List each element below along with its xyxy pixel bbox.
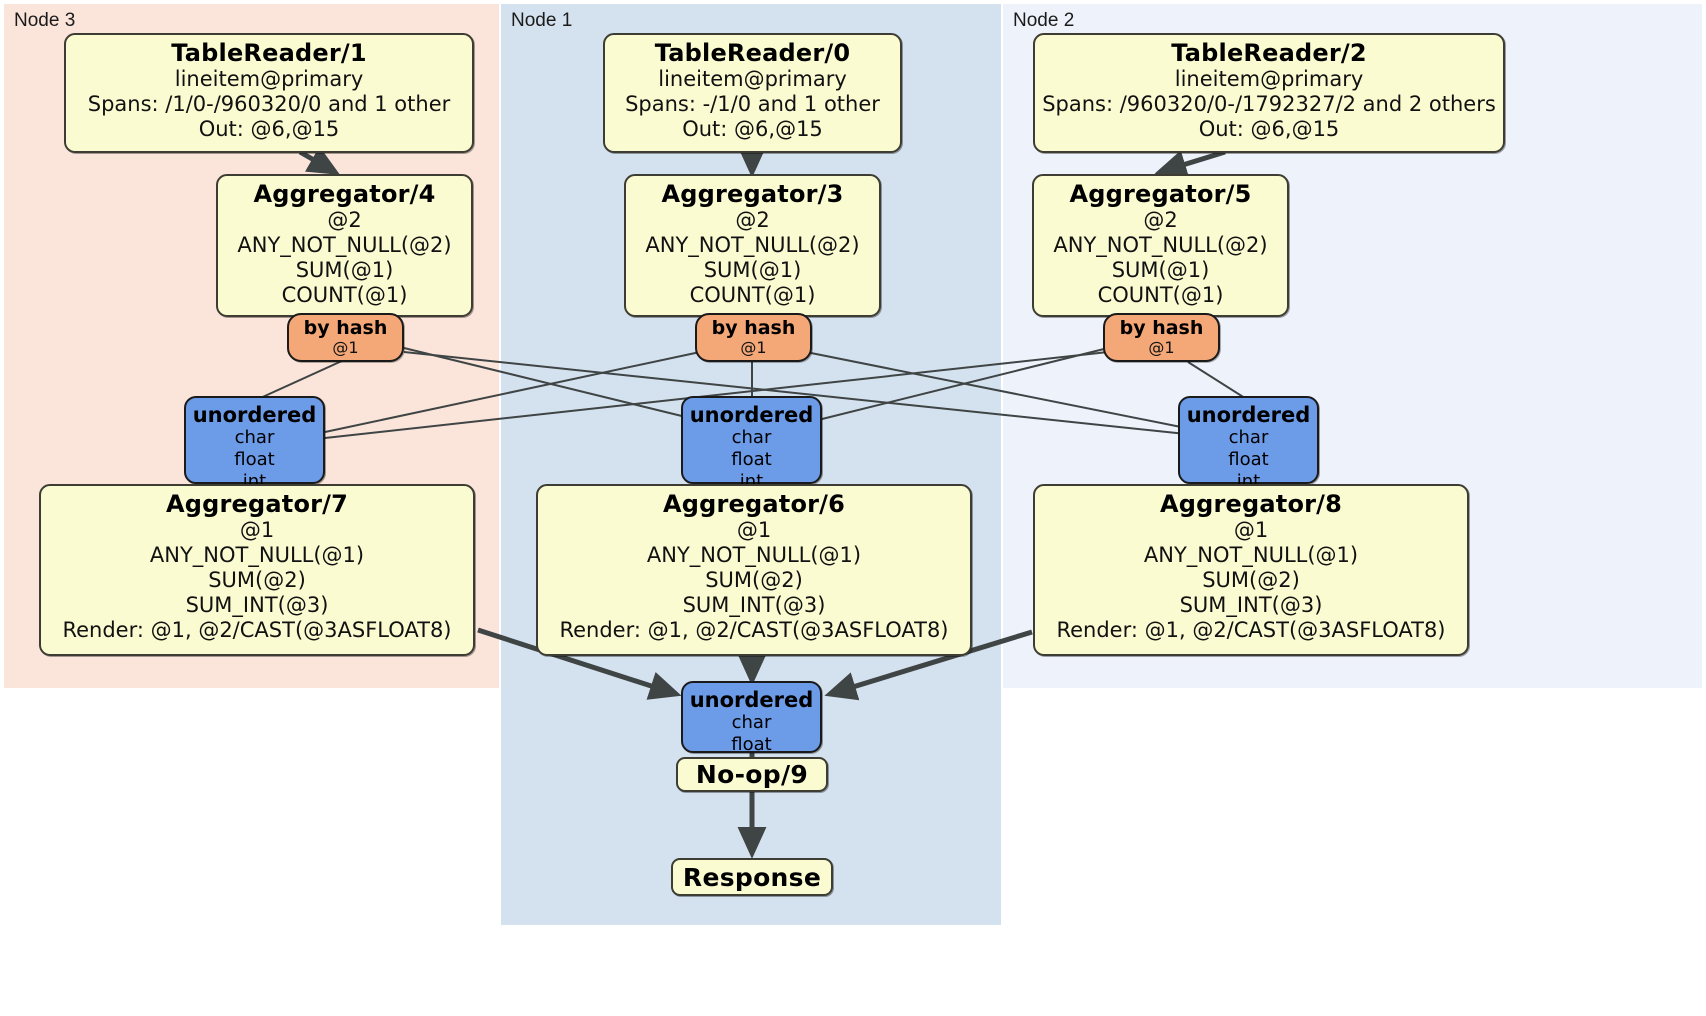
node-agg-1: SUM(@2): [1202, 568, 1300, 593]
node-panel-label-node1: Node 1: [511, 10, 573, 31]
node-agg-1: SUM(@1): [703, 258, 802, 283]
receiver-title: unordered: [192, 403, 317, 427]
node-out: Out: @6,@15: [1198, 117, 1340, 142]
node-agg-0: ANY_NOT_NULL(@2): [645, 233, 860, 258]
edge-hash4-recv8: [403, 351, 1187, 435]
router-title: by hash: [1119, 317, 1204, 339]
node-panel-label-node2: Node 2: [1013, 10, 1075, 31]
receiver-type-1: float: [1228, 449, 1269, 471]
node-title: Aggregator/5: [1069, 180, 1252, 208]
edge-hash5-recv6: [817, 347, 1109, 421]
node-spans: Spans: -/1/0 and 1 other: [625, 92, 880, 117]
node-agg-2: SUM_INT(@3): [682, 593, 826, 618]
processor-no-op-9[interactable]: No-op/9: [676, 757, 828, 792]
edge-hash5-recv7: [324, 351, 1109, 439]
node-group-key: @1: [1233, 518, 1269, 543]
node-title: TableReader/0: [654, 39, 851, 67]
node-agg-2: COUNT(@1): [281, 283, 408, 308]
response-node[interactable]: Response: [671, 858, 833, 896]
node-agg-0: ANY_NOT_NULL(@2): [1053, 233, 1268, 258]
node-agg-1: SUM(@1): [295, 258, 394, 283]
input-receiver-unordered-7[interactable]: unordered char float int: [184, 396, 325, 492]
node-group-key: @1: [736, 518, 772, 543]
input-receiver-unordered-final[interactable]: unordered char float: [681, 681, 822, 756]
node-render: Render: @1, @2/CAST(@3ASFLOAT8): [559, 618, 949, 643]
node-agg-0: ANY_NOT_NULL(@1): [1143, 543, 1359, 568]
edge-hash4-recv7: [255, 359, 345, 401]
node-agg-2: COUNT(@1): [689, 283, 816, 308]
node-title: Aggregator/8: [1159, 490, 1343, 518]
router-column: @1: [1148, 337, 1175, 357]
edge-hash5-recv8: [1187, 361, 1249, 401]
node-title: TableReader/1: [171, 39, 367, 67]
node-out: Out: @6,@15: [682, 117, 823, 142]
receiver-type-0: char: [731, 427, 772, 449]
receiver-type-1: float: [731, 734, 772, 756]
router-title: by hash: [303, 317, 388, 339]
node-agg-0: ANY_NOT_NULL(@1): [646, 543, 862, 568]
node-agg-1: SUM(@2): [208, 568, 306, 593]
processor-table-reader-2[interactable]: TableReader/2 lineitem@primary Spans: /9…: [1033, 33, 1505, 153]
node-agg-2: SUM_INT(@3): [1179, 593, 1323, 618]
edge-hash3-recv7: [324, 351, 701, 433]
edge-reader1-agg4: [298, 146, 341, 175]
node-render: Render: @1, @2/CAST(@3ASFLOAT8): [1056, 618, 1446, 643]
node-title: Aggregator/7: [165, 490, 349, 518]
processor-aggregator-4[interactable]: Aggregator/4 @2 ANY_NOT_NULL(@2) SUM(@1)…: [216, 174, 473, 317]
receiver-type-0: char: [234, 427, 275, 449]
output-router-by-hash-4[interactable]: by hash @1: [287, 313, 404, 362]
response-title: Response: [682, 862, 822, 892]
node-agg-1: SUM(@2): [705, 568, 803, 593]
node-panel-label-node3: Node 3: [14, 10, 76, 31]
node-title: Aggregator/6: [662, 490, 846, 518]
node-title: TableReader/2: [1171, 39, 1367, 67]
node-agg-2: COUNT(@1): [1097, 283, 1224, 308]
router-title: by hash: [711, 317, 796, 339]
node-spans: Spans: /1/0-/960320/0 and 1 other: [87, 92, 451, 117]
receiver-type-1: float: [731, 449, 772, 471]
node-group-key: @1: [239, 518, 275, 543]
node-table: lineitem@primary: [658, 67, 847, 92]
processor-aggregator-5[interactable]: Aggregator/5 @2 ANY_NOT_NULL(@2) SUM(@1)…: [1032, 174, 1289, 317]
node-table: lineitem@primary: [1174, 67, 1364, 92]
input-receiver-unordered-6[interactable]: unordered char float int: [681, 396, 822, 492]
router-column: @1: [740, 337, 767, 357]
edge-hash4-recv6: [403, 347, 691, 419]
edge-agg8-final-recv: [824, 629, 1033, 701]
node-spans: Spans: /960320/0-/1792327/2 and 2 others: [1042, 92, 1496, 117]
node-title: Aggregator/4: [253, 180, 436, 208]
node-out: Out: @6,@15: [198, 117, 340, 142]
processor-aggregator-3[interactable]: Aggregator/3 @2 ANY_NOT_NULL(@2) SUM(@1)…: [624, 174, 881, 317]
processor-table-reader-1[interactable]: TableReader/1 lineitem@primary Spans: /1…: [64, 33, 474, 153]
router-column: @1: [332, 337, 359, 357]
output-router-by-hash-3[interactable]: by hash @1: [695, 313, 812, 362]
node-table: lineitem@primary: [174, 67, 364, 92]
receiver-type-0: char: [1228, 427, 1269, 449]
node-render: Render: @1, @2/CAST(@3ASFLOAT8): [62, 618, 452, 643]
node-agg-2: SUM_INT(@3): [185, 593, 329, 618]
receiver-title: unordered: [689, 403, 814, 427]
edge-hash3-recv8: [805, 351, 1187, 429]
receiver-type-1: float: [234, 449, 275, 471]
node-group-key: @2: [327, 208, 362, 233]
processor-table-reader-0[interactable]: TableReader/0 lineitem@primary Spans: -/…: [603, 33, 902, 153]
receiver-title: unordered: [689, 688, 814, 712]
edge-agg7-final-recv: [477, 627, 682, 700]
edge-reader2-agg5: [1154, 149, 1226, 179]
node-group-key: @2: [735, 208, 770, 233]
processor-aggregator-6[interactable]: Aggregator/6 @1 ANY_NOT_NULL(@1) SUM(@2)…: [536, 484, 972, 656]
node-agg-1: SUM(@1): [1111, 258, 1210, 283]
processor-aggregator-8[interactable]: Aggregator/8 @1 ANY_NOT_NULL(@1) SUM(@2)…: [1033, 484, 1469, 656]
node-title: No-op/9: [695, 760, 809, 789]
processor-aggregator-7[interactable]: Aggregator/7 @1 ANY_NOT_NULL(@1) SUM(@2)…: [39, 484, 475, 656]
receiver-type-0: char: [731, 712, 772, 734]
node-group-key: @2: [1143, 208, 1178, 233]
output-router-by-hash-5[interactable]: by hash @1: [1103, 313, 1220, 362]
node-title: Aggregator/3: [661, 180, 844, 208]
receiver-title: unordered: [1186, 403, 1311, 427]
node-agg-0: ANY_NOT_NULL(@1): [149, 543, 365, 568]
input-receiver-unordered-8[interactable]: unordered char float int: [1178, 396, 1319, 492]
node-agg-0: ANY_NOT_NULL(@2): [237, 233, 452, 258]
